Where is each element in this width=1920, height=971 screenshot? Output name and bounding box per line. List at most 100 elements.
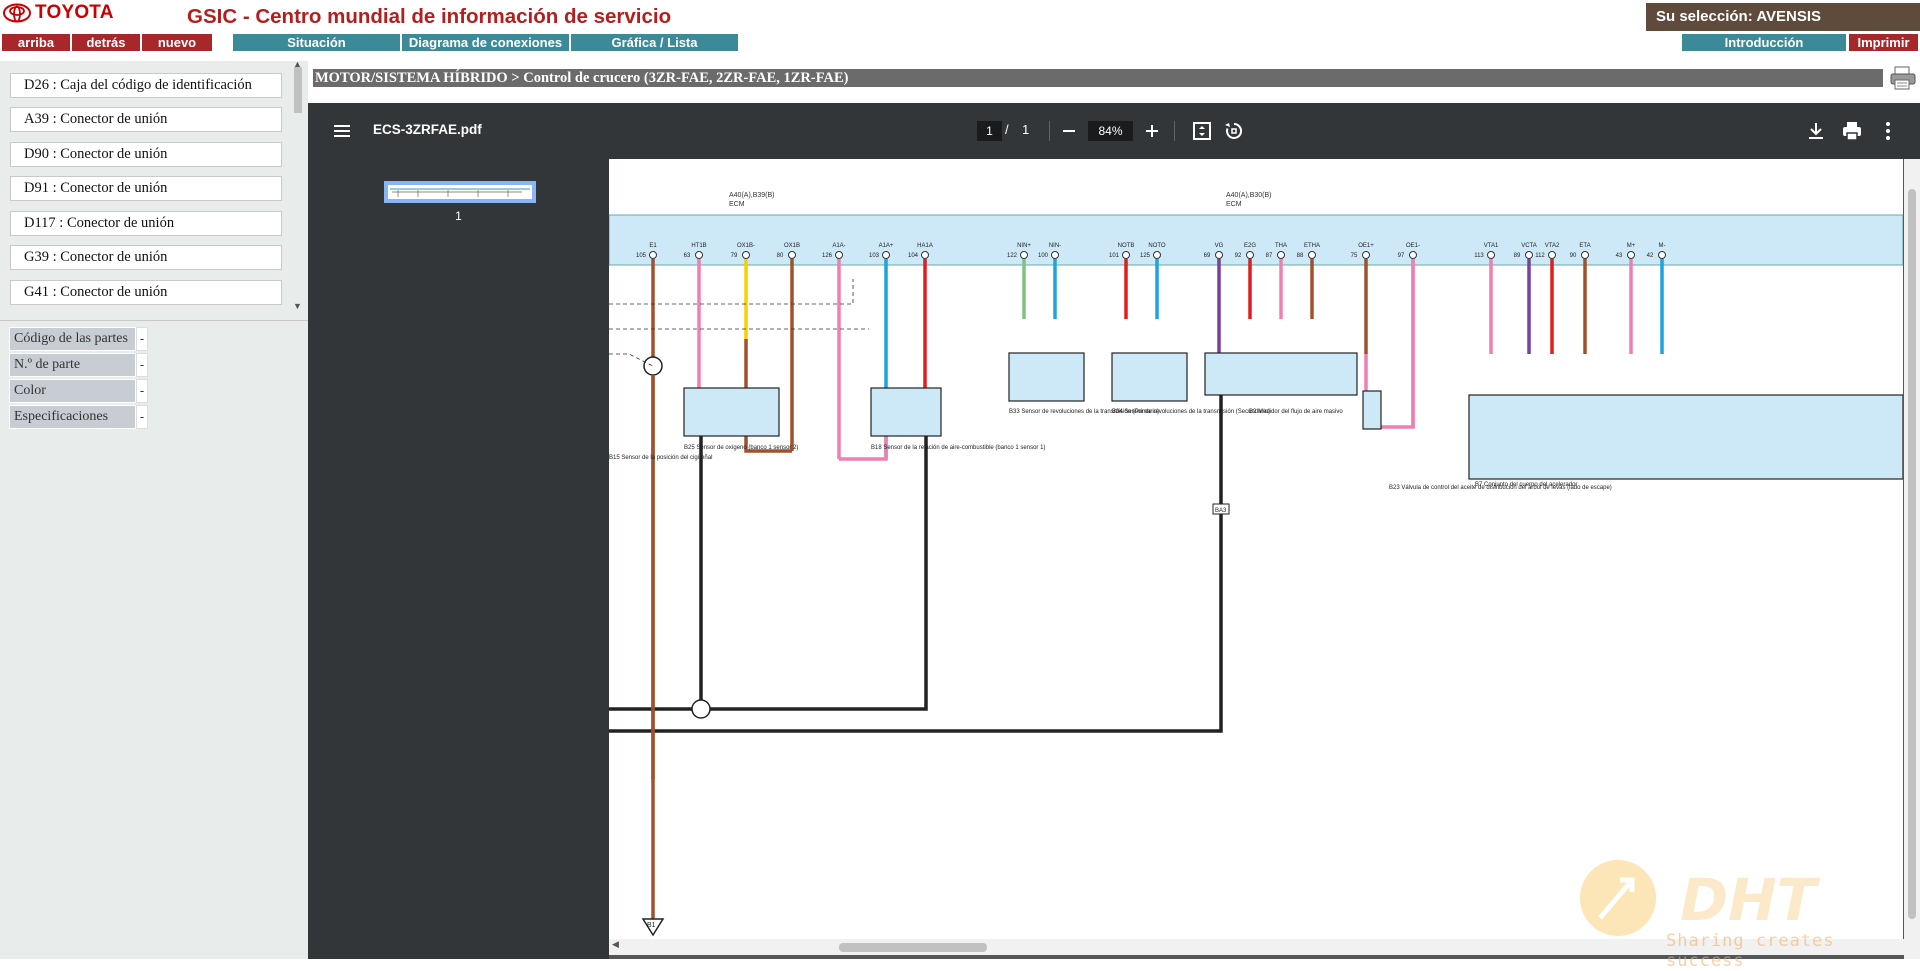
scroll-thumb[interactable] xyxy=(839,943,987,952)
property-value: - xyxy=(136,353,148,377)
pin-number-label: 113 xyxy=(1474,253,1484,259)
ecm-pins: E1105HT1B63OX1B-79OX1B80A1A-126A1A+103HA… xyxy=(636,243,1666,259)
scroll-thumb[interactable] xyxy=(1908,189,1916,919)
nav-back-button[interactable]: detrás xyxy=(72,34,140,51)
pin-terminal xyxy=(1548,251,1556,259)
scroll-thumb[interactable] xyxy=(294,67,302,113)
component-box xyxy=(1468,394,1903,480)
pin-name-label: NOTO xyxy=(1148,243,1166,249)
pin-terminal xyxy=(1246,251,1254,259)
thumbnail-page-number: 1 xyxy=(455,209,462,223)
menu-icon[interactable] xyxy=(330,119,354,143)
pin-terminal xyxy=(1020,251,1028,259)
pin-terminal xyxy=(1122,251,1130,259)
print-button[interactable]: Imprimir xyxy=(1849,34,1918,51)
pin-name-label: OE1+ xyxy=(1358,243,1374,249)
fit-page-icon[interactable] xyxy=(1190,119,1214,143)
horizontal-scrollbar[interactable]: ◀ xyxy=(609,939,1904,955)
scroll-down-icon[interactable]: ▼ xyxy=(293,301,302,311)
pin-terminal xyxy=(1153,251,1161,259)
page-thumbnail[interactable] xyxy=(384,181,536,203)
list-scrollbar[interactable]: ▲ ▼ xyxy=(292,61,304,317)
junction-label: BA3 xyxy=(1215,508,1227,514)
ecm-connector-label: A40(A),B30(B) xyxy=(1226,192,1272,199)
component-label: B18 Sensor de la relación de aire-combus… xyxy=(871,445,1045,451)
pin-terminal xyxy=(649,251,657,259)
component-box xyxy=(870,387,942,437)
wire xyxy=(744,339,792,453)
print-icon[interactable] xyxy=(1840,119,1864,143)
list-item[interactable]: G39 : Conector de unión xyxy=(10,245,282,270)
watermark-tagline: Sharing creates success xyxy=(1666,931,1835,971)
pin-name-label: NIN+ xyxy=(1017,243,1031,249)
nav-new-button[interactable]: nuevo xyxy=(142,34,212,51)
splice-point xyxy=(691,699,711,719)
component-label: B34 Sensor de revoluciones de la transmi… xyxy=(1112,409,1270,415)
scroll-left-icon[interactable]: ◀ xyxy=(612,939,619,949)
pin-number-label: 88 xyxy=(1297,253,1304,259)
wire-harness: B1 xyxy=(609,259,1664,937)
tab-situacion[interactable]: Situación xyxy=(233,34,400,51)
panel-divider[interactable] xyxy=(0,320,308,321)
ecm-name-label: ECM xyxy=(1226,201,1242,208)
list-item[interactable]: D90 : Conector de unión xyxy=(10,142,282,167)
shield-line xyxy=(609,279,869,367)
intro-button[interactable]: Introducción xyxy=(1682,34,1846,51)
property-value: - xyxy=(136,379,148,403)
tab-grafica-lista[interactable]: Gráfica / Lista xyxy=(571,34,738,51)
zoom-out-icon[interactable] xyxy=(1057,119,1081,143)
page-number-input[interactable]: 1 xyxy=(977,121,1002,141)
pin-name-label: NIN- xyxy=(1049,243,1061,249)
vertical-scrollbar[interactable] xyxy=(1904,159,1920,959)
pin-terminal xyxy=(835,251,843,259)
pin-terminal xyxy=(882,251,890,259)
pin-number-label: 89 xyxy=(1514,253,1521,259)
pin-terminal xyxy=(742,251,750,259)
pin-name-label: VTA2 xyxy=(1545,243,1560,249)
list-item[interactable]: D91 : Conector de unión xyxy=(10,176,282,201)
property-row: N.º de parte - xyxy=(9,353,148,379)
pin-number-label: 97 xyxy=(1398,253,1405,259)
list-item[interactable]: G41 : Conector de unión xyxy=(10,280,282,305)
pin-number-label: 69 xyxy=(1204,253,1211,259)
breadcrumb: MOTOR/SISTEMA HÍBRIDO > Control de cruce… xyxy=(313,69,1883,87)
pin-number-label: 63 xyxy=(684,253,691,259)
left-panel: D26 : Caja del código de identificación … xyxy=(0,61,308,959)
list-item[interactable]: D26 : Caja del código de identificación xyxy=(10,73,282,98)
pin-number-label: 122 xyxy=(1007,253,1018,259)
nav-up-button[interactable]: arriba xyxy=(2,34,70,51)
zoom-in-icon[interactable] xyxy=(1140,119,1164,143)
tab-diagrama[interactable]: Diagrama de conexiones xyxy=(402,34,569,51)
pin-name-label: ETA xyxy=(1579,243,1590,249)
list-item[interactable]: D117 : Conector de unión xyxy=(10,211,282,236)
pin-terminal xyxy=(1525,251,1533,259)
splice-point xyxy=(643,356,663,376)
pdf-filename: ECS-3ZRFAE.pdf xyxy=(373,122,482,137)
pin-terminal xyxy=(1409,251,1417,259)
pin-terminal xyxy=(695,251,703,259)
pin-number-label: 90 xyxy=(1570,253,1577,259)
component-label: B15 Sensor de la posición del cigüeñal xyxy=(609,455,712,461)
toolbar-divider xyxy=(1049,121,1050,141)
toyota-logo: TOYOTA xyxy=(2,2,114,23)
property-label: Código de las partes xyxy=(9,327,136,351)
scroll-up-icon[interactable]: ▲ xyxy=(293,61,302,69)
zoom-input[interactable]: 84% xyxy=(1088,121,1133,141)
rotate-icon[interactable] xyxy=(1222,119,1246,143)
pin-number-label: 104 xyxy=(908,253,919,259)
property-value: - xyxy=(136,327,148,351)
pin-name-label: E1 xyxy=(649,243,657,249)
pin-terminal xyxy=(1308,251,1316,259)
pin-name-label: M- xyxy=(1659,243,1666,249)
more-options-icon[interactable] xyxy=(1876,119,1900,143)
printer-icon[interactable] xyxy=(1889,65,1917,91)
list-item[interactable]: A39 : Conector de unión xyxy=(10,107,282,132)
app-header: TOYOTA GSIC - Centro mundial de informac… xyxy=(0,0,1920,52)
component-box xyxy=(1204,352,1358,396)
ecm-connector-label: A40(A),B39(B) xyxy=(729,192,775,199)
junction-connector xyxy=(1212,503,1230,515)
download-icon[interactable] xyxy=(1804,119,1828,143)
component-label: B7 Conjunto del cuerpo del acelerador xyxy=(1475,482,1577,488)
page-total: 1 xyxy=(1022,122,1030,137)
